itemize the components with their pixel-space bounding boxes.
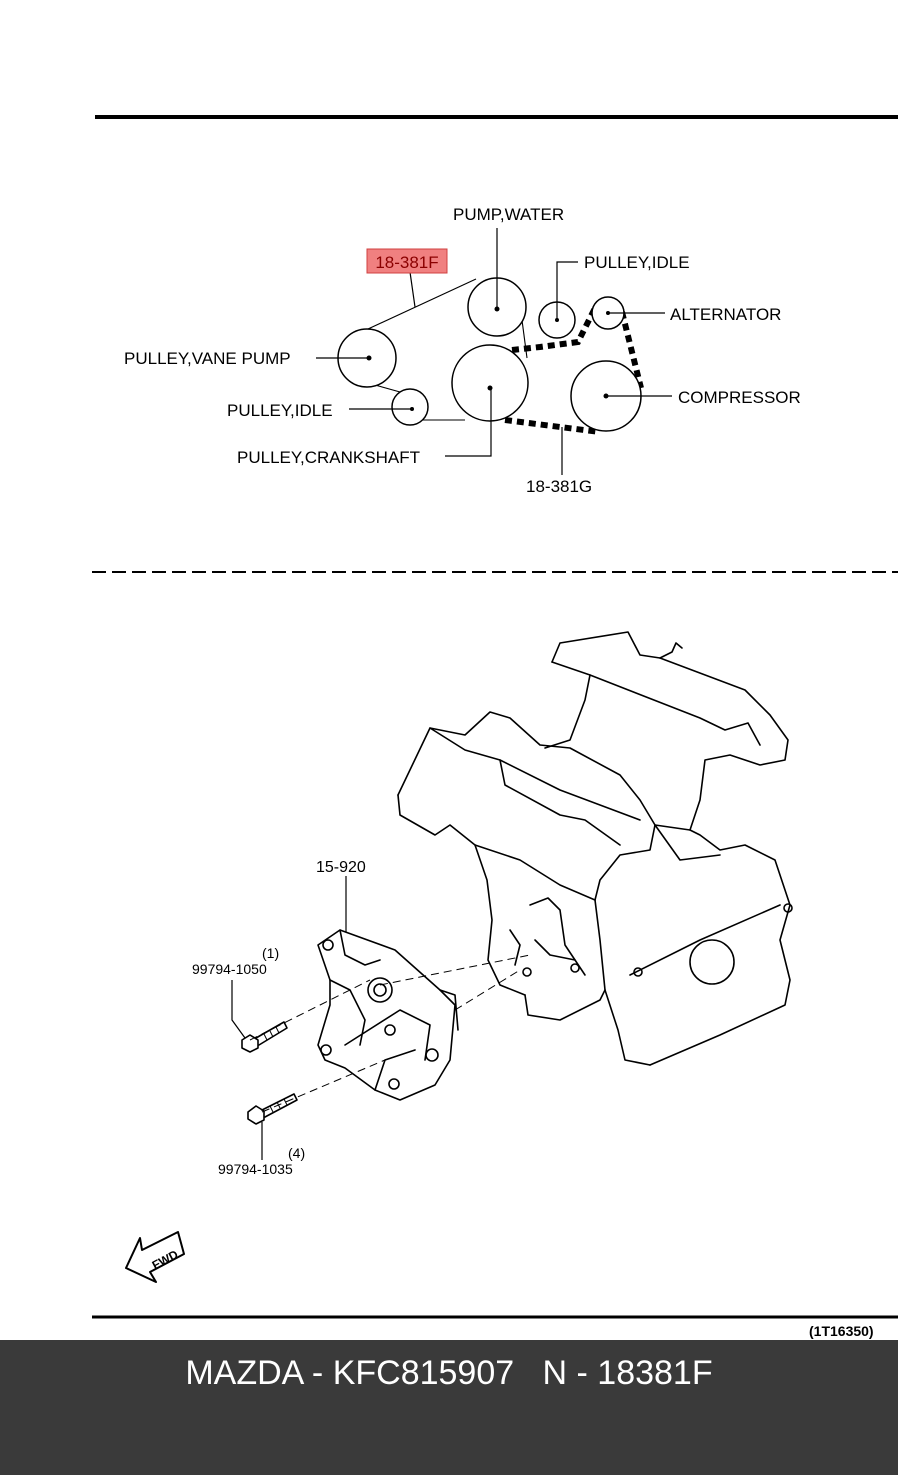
highlighted-part-box [366, 248, 448, 274]
label-compressor: COMPRESSOR [678, 388, 801, 407]
crankshaft-pulley [451, 344, 529, 422]
label-bolt-upper-part: 99794-1050 [192, 961, 267, 977]
label-alternator: ALTERNATOR [670, 305, 781, 324]
belt-routing-diagram: 18-381F PUMP,WATER PULLEY,IDLE ALTERNATO… [124, 205, 801, 496]
footer-part: 18381F [597, 1354, 713, 1392]
footer-bar: MAZDA - KFC815907 N - 18381F [0, 1340, 898, 1475]
footer-code: KFC815907 [332, 1354, 515, 1392]
label-bolt-upper-qty: (1) [262, 945, 279, 961]
figure-code: (1T16350) [809, 1323, 874, 1339]
bolt-99794-1050 [231, 980, 288, 1053]
engine-drawing [397, 631, 793, 1066]
bolt-99794-1035 [247, 1093, 298, 1160]
label-bolt-lower-qty: (4) [288, 1145, 305, 1161]
label-idle-pulley-lower: PULLEY,IDLE [227, 401, 333, 420]
fwd-arrow-icon: FWD [125, 1231, 185, 1283]
footer-variant: N [542, 1354, 568, 1392]
label-crankshaft: PULLEY,CRANKSHAFT [237, 448, 420, 467]
label-vane-pump: PULLEY,VANE PUMP [124, 349, 291, 368]
highlighted-part-number: 18-381F [375, 253, 438, 272]
label-second-belt: 18-381G [526, 477, 592, 496]
footer-brand: MAZDA [185, 1354, 303, 1392]
label-bracket-part: 15-920 [316, 859, 366, 876]
label-water-pump: PUMP,WATER [453, 205, 564, 224]
footer-caption: MAZDA - KFC815907 N - 18381F [185, 1354, 713, 1392]
parts-diagram: 18-381F PUMP,WATER PULLEY,IDLE ALTERNATO… [92, 115, 898, 1339]
label-idle-pulley-upper: PULLEY,IDLE [584, 253, 690, 272]
label-bolt-lower-part: 99794-1035 [218, 1161, 293, 1177]
bracket-15-920 [317, 929, 459, 1101]
idle-pulley-lower [391, 388, 429, 426]
